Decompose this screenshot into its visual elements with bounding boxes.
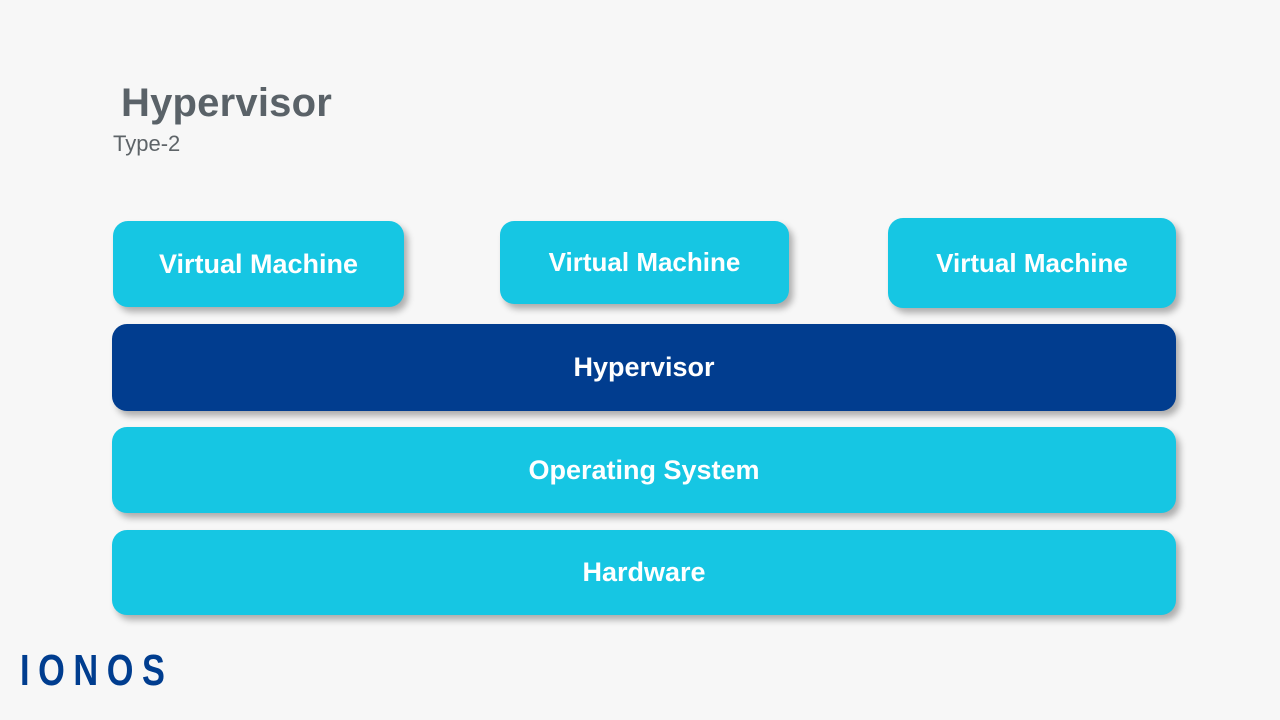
hardware-layer-bar: Hardware (112, 530, 1176, 615)
virtual-machine-box-3: Virtual Machine (888, 218, 1176, 308)
page-title: Hypervisor (121, 81, 332, 125)
virtual-machine-box-1: Virtual Machine (113, 221, 404, 307)
hypervisor-layer-bar: Hypervisor (112, 324, 1176, 411)
operating-system-layer-bar: Operating System (112, 427, 1176, 513)
page-subtitle: Type-2 (113, 131, 181, 156)
ionos-logo: IONOS (20, 646, 174, 695)
virtual-machine-box-2: Virtual Machine (500, 221, 789, 304)
heading-block: Hypervisor Type-2 (113, 78, 332, 158)
